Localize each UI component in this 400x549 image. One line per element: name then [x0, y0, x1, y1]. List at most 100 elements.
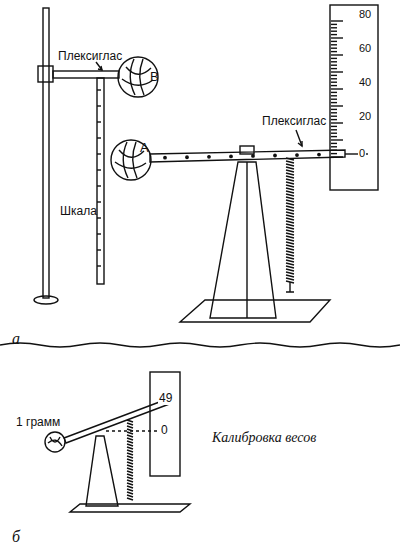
- stroke: [286, 179, 294, 181]
- rivet: [230, 155, 232, 157]
- scale: [330, 5, 378, 190]
- stroke: [331, 41, 337, 42]
- stroke: [331, 105, 343, 106]
- stroke: [127, 456, 133, 458]
- stroke: [331, 68, 337, 69]
- stroke: [331, 109, 337, 110]
- vertical-scale: [97, 78, 104, 284]
- rivet: [252, 155, 254, 157]
- stroke: [331, 129, 337, 130]
- stroke: [286, 200, 294, 202]
- stroke: [331, 88, 343, 89]
- stroke: [127, 459, 133, 461]
- stroke: [286, 275, 294, 277]
- stroke: [331, 102, 337, 103]
- stroke: [286, 212, 294, 214]
- stroke: [286, 227, 294, 229]
- stroke: [331, 54, 343, 55]
- label: Плексиглас: [58, 50, 122, 63]
- stand-base: [34, 296, 58, 304]
- stroke: [286, 245, 294, 247]
- stroke: [97, 89, 101, 90]
- stroke: [331, 51, 337, 52]
- stroke: [331, 136, 337, 137]
- stroke: [127, 450, 133, 452]
- stroke: [127, 477, 133, 479]
- arrow-head: [298, 141, 302, 146]
- ball-hatching: [48, 437, 62, 446]
- stroke: [331, 139, 343, 140]
- stroke: [286, 248, 294, 250]
- stroke: [127, 435, 133, 437]
- stroke: [140, 59, 144, 95]
- stand-rod: [43, 8, 49, 298]
- stroke: [127, 483, 133, 485]
- stroke: [286, 239, 294, 241]
- base-plate: [180, 300, 330, 322]
- spring: [286, 158, 294, 283]
- ball-hatching: [122, 59, 153, 95]
- stroke: [286, 218, 294, 220]
- stroke: [286, 188, 294, 190]
- stroke: [123, 142, 128, 178]
- stroke: [286, 203, 294, 205]
- scale-ticks: [97, 90, 101, 266]
- stroke: [331, 149, 337, 150]
- stroke: [286, 269, 294, 271]
- stroke: [286, 194, 294, 196]
- pivot: [240, 146, 254, 154]
- stroke: [97, 169, 101, 170]
- rivet: [318, 153, 320, 155]
- stroke: [331, 122, 343, 123]
- stroke: [286, 215, 294, 217]
- stroke: [127, 486, 133, 488]
- stroke: [286, 224, 294, 226]
- stroke: [127, 498, 133, 500]
- stroke: [331, 92, 337, 93]
- stroke: [127, 441, 133, 443]
- stroke: [286, 242, 294, 244]
- label: Калибровка весов: [212, 430, 332, 445]
- stroke: [127, 480, 133, 482]
- rivet: [186, 156, 188, 158]
- spring: [127, 420, 133, 500]
- stroke: [286, 197, 294, 199]
- label: 40: [358, 76, 372, 88]
- label: B: [150, 70, 159, 84]
- stroke: [286, 161, 294, 163]
- ball-a: [111, 140, 151, 180]
- stroke: [286, 263, 294, 265]
- stroke: [286, 185, 294, 187]
- rivet: [296, 154, 298, 156]
- stroke: [127, 444, 133, 446]
- stroke: [331, 37, 343, 38]
- label: 1 грамм: [16, 416, 60, 429]
- stroke: [97, 153, 101, 154]
- stroke: [133, 142, 137, 178]
- stroke: [97, 121, 101, 122]
- stroke: [97, 217, 101, 218]
- stroke: [286, 191, 294, 193]
- stroke: [331, 78, 337, 79]
- separator: [0, 343, 400, 347]
- stroke: [331, 71, 343, 72]
- stroke: [127, 447, 133, 449]
- stroke: [331, 153, 337, 154]
- label: Плексиглас: [262, 115, 326, 128]
- stroke: [331, 27, 337, 28]
- label: 0: [160, 424, 169, 437]
- stroke: [331, 61, 337, 62]
- stroke: [331, 85, 337, 86]
- stroke: [286, 233, 294, 235]
- stroke: [331, 31, 337, 32]
- stroke: [331, 64, 337, 65]
- stroke: [286, 170, 294, 172]
- label: б: [12, 528, 20, 546]
- stroke: [331, 98, 337, 99]
- stroke: [127, 465, 133, 467]
- stroke: [286, 209, 294, 211]
- stroke: [127, 495, 133, 497]
- scale: [150, 372, 180, 476]
- stroke: [331, 48, 337, 49]
